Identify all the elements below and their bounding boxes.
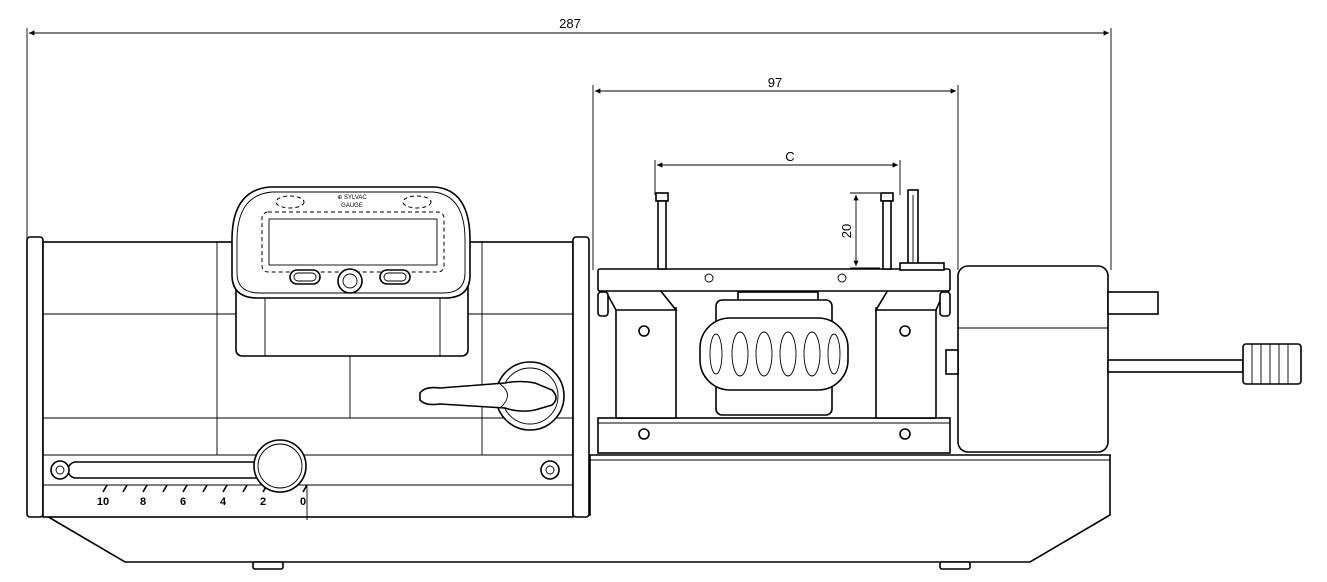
brand-subtitle: GAUGE xyxy=(341,203,363,209)
dimension-overall-label: 287 xyxy=(559,16,581,31)
scale-knob[interactable] xyxy=(253,439,307,493)
spindle-stub xyxy=(1107,291,1159,315)
display-button-right[interactable] xyxy=(379,269,411,285)
dimension-spacing: C xyxy=(654,149,901,195)
screw-right xyxy=(540,460,560,480)
scale-label-2: 2 xyxy=(260,496,266,508)
screw-left xyxy=(50,460,70,480)
spindle[interactable] xyxy=(1107,343,1302,385)
dimension-spacing-label: C xyxy=(785,149,794,164)
scale-label-6: 6 xyxy=(180,496,186,508)
right-housing xyxy=(945,265,1159,453)
display-button-center[interactable] xyxy=(337,268,363,294)
scale-label-8: 8 xyxy=(140,496,146,508)
brand-label: ⊕ SYLVAC xyxy=(337,195,367,201)
scale-slot xyxy=(43,460,573,486)
dimension-pin-height: 20 xyxy=(839,192,880,269)
dimension-pin-height-label: 20 xyxy=(839,224,854,238)
lcd-screen xyxy=(268,218,438,266)
scale-label-10: 10 xyxy=(97,496,109,508)
scale-ticks: 10 8 6 4 2 0 xyxy=(97,484,308,520)
measuring-pins xyxy=(655,189,945,271)
dimension-overall: 287 xyxy=(26,16,1112,270)
display-button-left[interactable] xyxy=(289,269,321,285)
dimension-head-label: 97 xyxy=(768,75,782,90)
display-unit: ⊕ SYLVAC GAUGE xyxy=(231,186,471,357)
scale-label-4: 4 xyxy=(220,496,227,508)
dimension-head: 97 xyxy=(592,75,959,270)
measuring-head xyxy=(597,268,951,454)
lock-lever[interactable] xyxy=(419,380,557,412)
scale-label-0: 0 xyxy=(300,496,306,508)
base-plate xyxy=(42,454,1111,570)
